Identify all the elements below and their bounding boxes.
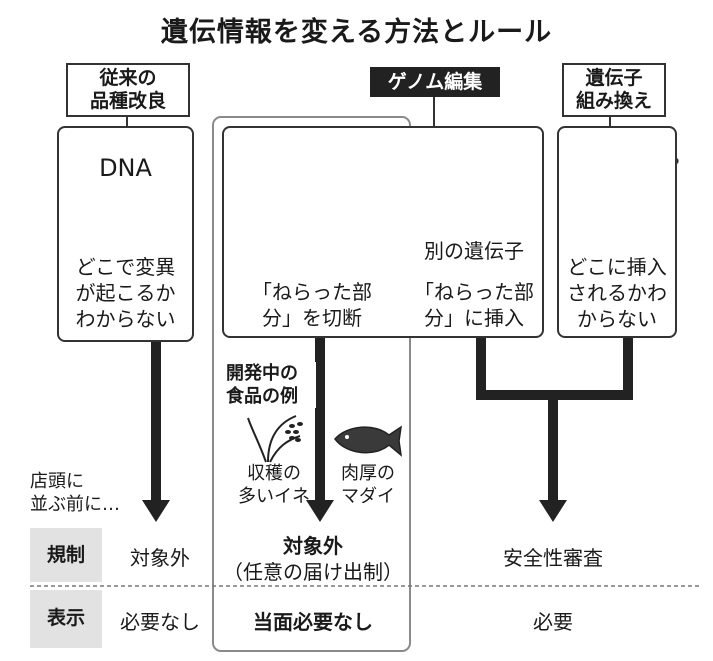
genome-editing-box: 「ねらった部 分」を切断 別の遺伝子 「ねらった部 分」に挿入 bbox=[222, 126, 544, 338]
conventional-desc: どこで変異 が起こるか わからない bbox=[75, 255, 176, 331]
cut-desc: 「ねらった部 分」を切断 bbox=[252, 280, 372, 330]
insert-desc: 「ねらった部 分」に挿入 bbox=[414, 280, 534, 330]
labeling-genome-cut: 当面必要なし bbox=[253, 610, 373, 634]
transgenic-header: 遺伝子 組み換え bbox=[562, 63, 666, 117]
regulation-conventional: 対象外 bbox=[130, 546, 190, 570]
regulation-genome-cut-note: （任意の届け出制） bbox=[223, 560, 403, 584]
before-store-label: 店頭に 並ぶ前に… bbox=[30, 471, 120, 515]
labeling-conventional: 必要なし bbox=[120, 610, 200, 634]
conventional-breeding-header: 従来の 品種改良 bbox=[66, 63, 190, 117]
genome-editing-header: ゲノム編集 bbox=[370, 67, 500, 97]
rice-plant-icon bbox=[247, 415, 303, 463]
labeling-row-label: 表示 bbox=[46, 607, 85, 629]
genome-cut-highlight bbox=[212, 116, 411, 652]
examples-heading: 開発中の 食品の例 bbox=[226, 362, 316, 408]
fish-icon bbox=[334, 425, 403, 457]
regulation-genome-cut: 対象外 bbox=[283, 534, 343, 558]
labeling-others: 必要 bbox=[533, 610, 573, 634]
transgenic-box: どこに挿入 されるかわ からない bbox=[557, 126, 677, 338]
dna-label: DNA bbox=[99, 154, 152, 182]
transgenic-desc: どこに挿入 されるかわ からない bbox=[567, 255, 667, 331]
conventional-box: DNA どこで変異 が起こるか わからない bbox=[57, 126, 194, 342]
insert-gene-label: 別の遺伝子 bbox=[424, 239, 524, 263]
flow-merge-line bbox=[476, 330, 633, 400]
regulation-row-label: 規制 bbox=[46, 544, 85, 566]
regulation-others: 安全性審査 bbox=[503, 546, 603, 570]
fish-example-label: 肉厚の マダイ bbox=[341, 463, 395, 507]
rice-example-label: 収穫の 多いイネ bbox=[238, 463, 310, 507]
diagram-title: 遺伝情報を変える方法とルール bbox=[160, 17, 553, 48]
